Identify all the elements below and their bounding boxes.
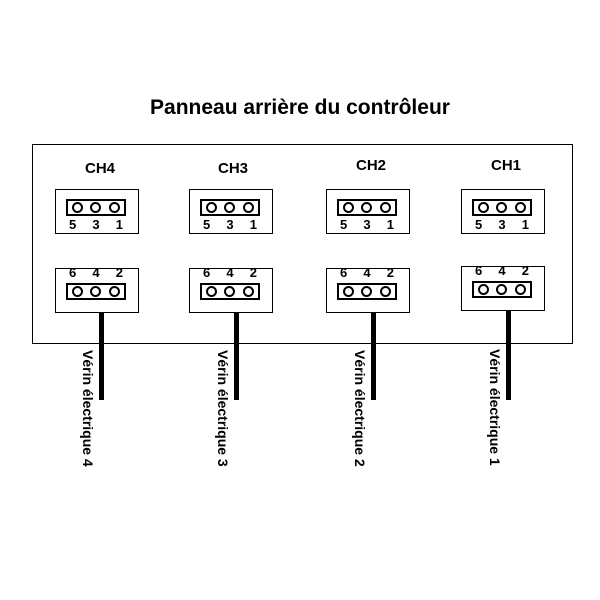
pin-icon bbox=[243, 202, 255, 213]
lower-socket-ch1 bbox=[472, 281, 532, 298]
upper-socket-ch4 bbox=[66, 199, 126, 216]
lower-connector-ch3: 6 4 2 bbox=[189, 265, 273, 313]
pin-icon bbox=[496, 284, 508, 295]
pin-icon bbox=[515, 202, 527, 213]
pin-number: 5 bbox=[475, 217, 483, 232]
pin-icon bbox=[342, 202, 354, 213]
pin-icon bbox=[380, 286, 392, 297]
lower-pin-numbers-ch3: 6 4 2 bbox=[195, 265, 265, 280]
pin-icon bbox=[361, 202, 373, 213]
pin-icon bbox=[477, 284, 489, 295]
pin-icon bbox=[224, 202, 236, 213]
lower-socket-ch4 bbox=[66, 283, 126, 300]
upper-pin-numbers-ch2: 5 3 1 bbox=[332, 217, 402, 232]
pin-icon bbox=[71, 202, 83, 213]
pin-number: 5 bbox=[203, 217, 211, 232]
channel-label-ch4: CH4 bbox=[84, 160, 115, 177]
pin-icon bbox=[90, 286, 102, 297]
upper-socket-ch3 bbox=[200, 199, 260, 216]
pin-number: 1 bbox=[521, 217, 529, 232]
pin-number: 4 bbox=[92, 265, 100, 280]
cable-ch3 bbox=[234, 312, 239, 400]
cable-ch2 bbox=[371, 312, 376, 400]
pin-number: 6 bbox=[340, 265, 348, 280]
channel-label-ch2: CH2 bbox=[355, 157, 386, 174]
upper-connector-ch3: 5 3 1 bbox=[189, 189, 273, 234]
upper-socket-ch2 bbox=[337, 199, 397, 216]
pin-icon bbox=[496, 202, 508, 213]
actuator-label-3: Vérin électrique 3 bbox=[215, 350, 231, 467]
pin-number: 1 bbox=[249, 217, 257, 232]
pin-icon bbox=[477, 202, 489, 213]
actuator-label-4: Vérin électrique 4 bbox=[80, 350, 96, 467]
actuator-label-2: Vérin électrique 2 bbox=[352, 350, 368, 467]
pin-number: 2 bbox=[249, 265, 257, 280]
pin-number: 5 bbox=[69, 217, 77, 232]
lower-pin-numbers-ch4: 6 4 2 bbox=[61, 265, 131, 280]
channel-label-ch3: CH3 bbox=[217, 160, 248, 177]
pin-number: 6 bbox=[203, 265, 211, 280]
pin-icon bbox=[205, 202, 217, 213]
pin-icon bbox=[515, 284, 527, 295]
pin-icon bbox=[361, 286, 373, 297]
cable-ch1 bbox=[506, 310, 511, 400]
upper-pin-numbers-ch4: 5 3 1 bbox=[61, 217, 131, 232]
pin-number: 3 bbox=[498, 217, 506, 232]
lower-pin-numbers-ch2: 6 4 2 bbox=[332, 265, 402, 280]
pin-icon bbox=[71, 286, 83, 297]
pin-number: 4 bbox=[226, 265, 234, 280]
pin-number: 2 bbox=[115, 265, 123, 280]
pin-number: 4 bbox=[363, 265, 371, 280]
pin-number: 1 bbox=[386, 217, 394, 232]
pin-number: 2 bbox=[521, 263, 529, 278]
actuator-label-1: Vérin électrique 1 bbox=[487, 349, 503, 466]
lower-socket-ch2 bbox=[337, 283, 397, 300]
pin-number: 1 bbox=[115, 217, 123, 232]
pin-number: 6 bbox=[475, 263, 483, 278]
pin-number: 5 bbox=[340, 217, 348, 232]
pin-number: 2 bbox=[386, 265, 394, 280]
lower-connector-ch1: 6 4 2 bbox=[461, 263, 545, 311]
lower-connector-ch2: 6 4 2 bbox=[326, 265, 410, 313]
pin-number: 4 bbox=[498, 263, 506, 278]
pin-number: 3 bbox=[363, 217, 371, 232]
pin-icon bbox=[380, 202, 392, 213]
pin-icon bbox=[243, 286, 255, 297]
pin-icon bbox=[342, 286, 354, 297]
channel-label-ch1: CH1 bbox=[490, 157, 521, 174]
upper-connector-ch4: 5 3 1 bbox=[55, 189, 139, 234]
upper-socket-ch1 bbox=[472, 199, 532, 216]
pin-number: 3 bbox=[226, 217, 234, 232]
diagram-title: Panneau arrière du contrôleur bbox=[150, 96, 450, 119]
upper-connector-ch2: 5 3 1 bbox=[326, 189, 410, 234]
lower-connector-ch4: 6 4 2 bbox=[55, 265, 139, 313]
pin-icon bbox=[90, 202, 102, 213]
lower-pin-numbers-ch1: 6 4 2 bbox=[467, 263, 537, 278]
pin-number: 6 bbox=[69, 265, 77, 280]
pin-icon bbox=[224, 286, 236, 297]
pin-icon bbox=[109, 202, 121, 213]
upper-pin-numbers-ch1: 5 3 1 bbox=[467, 217, 537, 232]
pin-icon bbox=[205, 286, 217, 297]
upper-connector-ch1: 5 3 1 bbox=[461, 189, 545, 234]
cable-ch4 bbox=[99, 312, 104, 400]
upper-pin-numbers-ch3: 5 3 1 bbox=[195, 217, 265, 232]
pin-number: 3 bbox=[92, 217, 100, 232]
lower-socket-ch3 bbox=[200, 283, 260, 300]
pin-icon bbox=[109, 286, 121, 297]
